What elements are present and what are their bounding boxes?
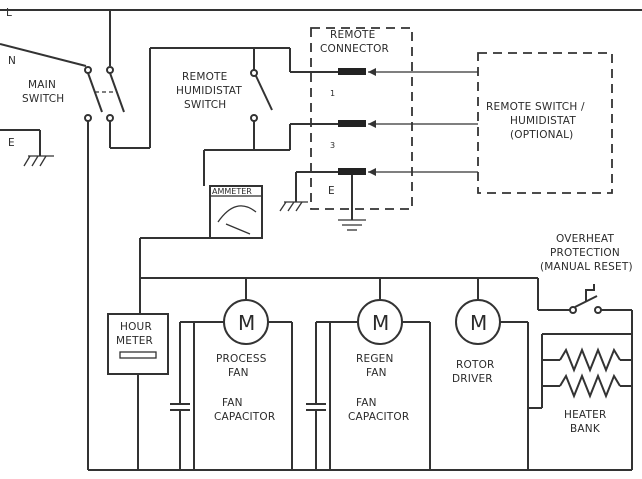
rotor-driver-label-line2: DRIVER	[452, 373, 493, 385]
process-fan-motor-letter: M	[238, 311, 255, 335]
remote-switch-label-line1: REMOTE SWITCH /	[486, 101, 585, 113]
humidistat-label-line3: SWITCH	[184, 99, 226, 111]
fan-capacitor-2-label-line2: CAPACITOR	[348, 411, 409, 423]
supply-lines: L N E	[0, 7, 642, 167]
ammeter-label: AMMETER	[212, 187, 252, 196]
main-switch: MAIN SWITCH	[22, 10, 151, 470]
connector-pin-1	[338, 68, 366, 75]
ground-icon	[338, 219, 366, 231]
main-switch-label-line2: SWITCH	[22, 93, 64, 105]
fan-capacitor-1-label-line1: FAN	[222, 397, 243, 409]
gauge-needle-icon	[225, 223, 251, 235]
arrow-head-icon	[368, 120, 376, 128]
earth-ground-icon	[279, 201, 308, 212]
overheat-label-line3: (MANUAL RESET)	[540, 261, 633, 273]
connector-pin-3-label: 3	[330, 141, 335, 150]
hour-meter-label-line1: HOUR	[120, 321, 152, 333]
overheat-label-line2: PROTECTION	[550, 247, 620, 259]
earth-ground-icon	[23, 155, 54, 167]
arrow-head-icon	[368, 168, 376, 176]
hour-meter: HOUR METER	[107, 313, 169, 470]
arrow-head-icon	[368, 68, 376, 76]
fan-capacitor-1-label-line2: CAPACITOR	[214, 411, 275, 423]
remote-switch-label-line2: HUMIDISTAT	[510, 115, 576, 127]
humidistat-label-line2: HUMIDISTAT	[176, 85, 242, 97]
overheat-protection: OVERHEAT PROTECTION (MANUAL RESET)	[537, 233, 633, 334]
heater-element-icon	[559, 347, 621, 373]
hour-meter-label-line2: METER	[116, 335, 153, 347]
hour-meter-display	[119, 351, 157, 359]
line-n-label: N	[8, 55, 16, 67]
gauge-scale-icon	[217, 205, 257, 223]
regen-fan-motor-letter: M	[372, 311, 389, 335]
remote-switch-humidistat-box: REMOTE SWITCH / HUMIDISTAT (OPTIONAL)	[368, 52, 613, 194]
rotor-driver-label-line1: ROTOR	[456, 359, 495, 371]
remote-humidistat-switch: REMOTE HUMIDISTAT SWITCH	[150, 47, 322, 186]
heater-bank-label-line1: HEATER	[564, 409, 606, 421]
connector-pin-e	[338, 168, 366, 175]
connector-pin-e-label: E	[328, 185, 335, 197]
connector-pin-3	[338, 120, 366, 127]
line-e-label: E	[8, 137, 15, 149]
process-fan: M PROCESS FAN FAN CAPACITOR	[170, 299, 293, 470]
rotor-driver-motor-letter: M	[470, 311, 487, 335]
remote-connector: REMOTE CONNECTOR 1 3 E	[279, 27, 413, 231]
line-n-wire	[0, 43, 87, 67]
humidistat-label-line1: REMOTE	[182, 71, 228, 83]
connector-pin-1-label: 1	[330, 89, 335, 98]
remote-switch-label-line3: (OPTIONAL)	[510, 129, 573, 141]
remote-switch-boundary	[477, 52, 613, 194]
regen-fan: M REGEN FAN FAN CAPACITOR	[306, 299, 431, 470]
manual-reset-button-icon	[585, 284, 595, 301]
main-bus	[88, 277, 632, 471]
rotor-driver: M ROTOR DRIVER	[452, 299, 529, 470]
heater-bank-label-line2: BANK	[570, 423, 601, 435]
process-fan-label-line1: PROCESS	[216, 353, 267, 365]
overheat-label-line1: OVERHEAT	[556, 233, 614, 245]
main-switch-label-line1: MAIN	[28, 79, 56, 91]
line-l-label: L	[6, 7, 12, 19]
connector-label-line1: REMOTE	[330, 29, 376, 41]
connector-label-line2: CONNECTOR	[320, 43, 389, 55]
heater-bank: HEATER BANK	[528, 333, 633, 470]
ammeter: AMMETER	[139, 185, 263, 314]
capacitor-icon	[170, 403, 190, 411]
remote-connector-boundary	[310, 27, 413, 210]
capacitor-icon	[306, 403, 326, 411]
regen-fan-label-line2: FAN	[366, 367, 387, 379]
heater-element-icon	[559, 373, 621, 399]
regen-fan-label-line1: REGEN	[356, 353, 394, 365]
fan-capacitor-2-label-line1: FAN	[356, 397, 377, 409]
process-fan-label-line2: FAN	[228, 367, 249, 379]
